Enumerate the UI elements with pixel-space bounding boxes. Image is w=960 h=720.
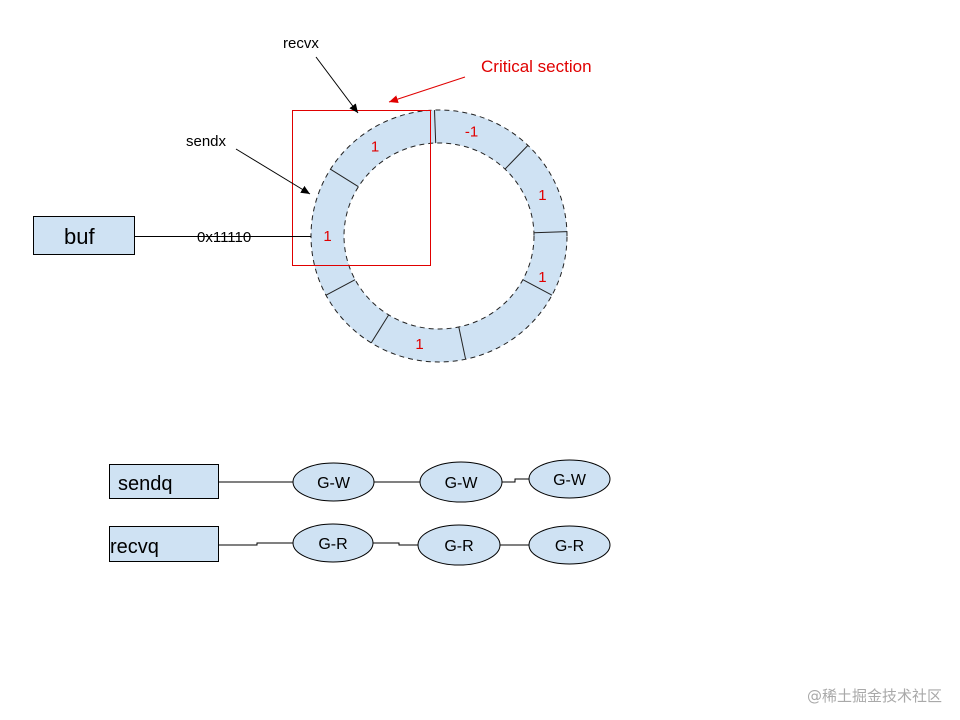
critical-section-arrow — [388, 76, 466, 103]
recvq-goroutine-label: G-R — [318, 536, 347, 553]
ring-slot-divider — [370, 314, 390, 344]
recvq-goroutine-label: G-R — [555, 538, 584, 555]
recvq-link-1 — [373, 542, 418, 546]
ring-slot-divider — [458, 326, 467, 360]
ring-slot-value: 1 — [538, 269, 546, 286]
recvq-goroutine-node — [417, 524, 501, 566]
recvq-goroutine-label: G-R — [444, 538, 473, 555]
sendq-goroutine-label: G-W — [445, 475, 479, 492]
watermark: @稀土掘金技术社区 — [806, 687, 942, 705]
recvx-arrow — [315, 56, 359, 114]
ring-slot-divider — [325, 279, 356, 296]
ring-slot-value: 1 — [323, 228, 331, 245]
sendq-link-2 — [502, 478, 529, 483]
sendq-goroutine-node — [528, 459, 611, 499]
recvq-box — [109, 526, 219, 562]
ring-slot-value: 1 — [538, 187, 546, 204]
recvq-goroutine-node — [292, 523, 374, 563]
ring-slot-value: -1 — [465, 123, 478, 140]
sendq-goroutine-label: G-W — [553, 472, 587, 489]
critical-section-box — [292, 110, 431, 266]
recvq-link-0 — [219, 542, 293, 546]
sendq-goroutine-label: G-W — [317, 475, 351, 492]
ring-slot-divider — [533, 231, 567, 234]
sendx-label: sendx — [186, 133, 227, 150]
ring-slot-divider — [434, 110, 437, 144]
buf-label: buf — [64, 224, 95, 249]
ring-slot-divider — [330, 168, 359, 188]
sendq-label: sendq — [118, 473, 173, 495]
ring-slot-divider — [504, 145, 529, 170]
buf-address: 0x11110 — [197, 229, 251, 246]
ring-dividers — [325, 110, 567, 360]
ring-band — [310, 109, 568, 363]
buf-box — [33, 216, 135, 255]
ring-buffer: 1 -1 1 1 1 1 — [310, 109, 568, 363]
critical-section-label: Critical section — [481, 57, 592, 76]
sendq-goroutine-node — [419, 461, 503, 503]
sendx-arrow — [235, 148, 311, 195]
ring-slot-value: 1 — [415, 336, 423, 353]
recvq-queue: recvq G-R G-R G-R — [109, 523, 611, 566]
recvx-label: recvx — [283, 35, 319, 52]
ring-slot-value: 1 — [371, 138, 379, 155]
sendq-goroutine-node — [292, 462, 375, 502]
ring-values: 1 -1 1 1 1 1 — [323, 123, 546, 352]
sendq-box — [109, 464, 219, 499]
recvq-label: recvq — [110, 536, 159, 558]
recvq-goroutine-node — [528, 525, 611, 565]
sendq-queue: sendq G-W G-W G-W — [109, 459, 611, 503]
ring-slot-divider — [522, 279, 553, 296]
